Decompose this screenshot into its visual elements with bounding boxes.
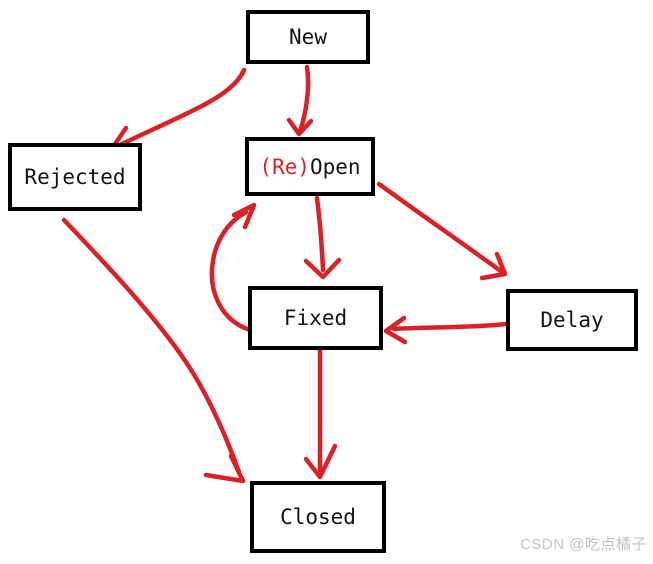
state-label-delay: Delay	[540, 308, 604, 332]
arrow-reopen-to-delay	[376, 181, 508, 281]
state-label-closed: Closed	[280, 505, 356, 529]
state-node-rejected: Rejected	[8, 143, 142, 211]
watermark: CSDN @吃点橘子	[520, 536, 647, 553]
arrow-rejected-to-closed	[61, 217, 246, 484]
arrow-reopen-to-fixed	[303, 195, 342, 280]
state-label-new: New	[289, 25, 327, 49]
arrow-delay-to-fixed	[383, 315, 509, 345]
state-label-fixed: Fixed	[283, 306, 348, 330]
state-node-closed: Closed	[250, 481, 386, 553]
reopen-prefix: (Re)	[259, 154, 310, 179]
arrow-new-to-rejected	[110, 67, 247, 150]
arrow-new-to-reopen	[286, 64, 314, 137]
reopen-suffix: Open	[310, 154, 361, 179]
state-label-rejected: Rejected	[24, 165, 126, 189]
state-node-fixed: Fixed	[248, 286, 383, 350]
arrow-fixed-to-closed	[303, 347, 338, 480]
state-node-new: New	[246, 10, 370, 64]
state-node-delay: Delay	[506, 289, 638, 351]
state-node-reopen: (Re)Open	[245, 137, 375, 196]
